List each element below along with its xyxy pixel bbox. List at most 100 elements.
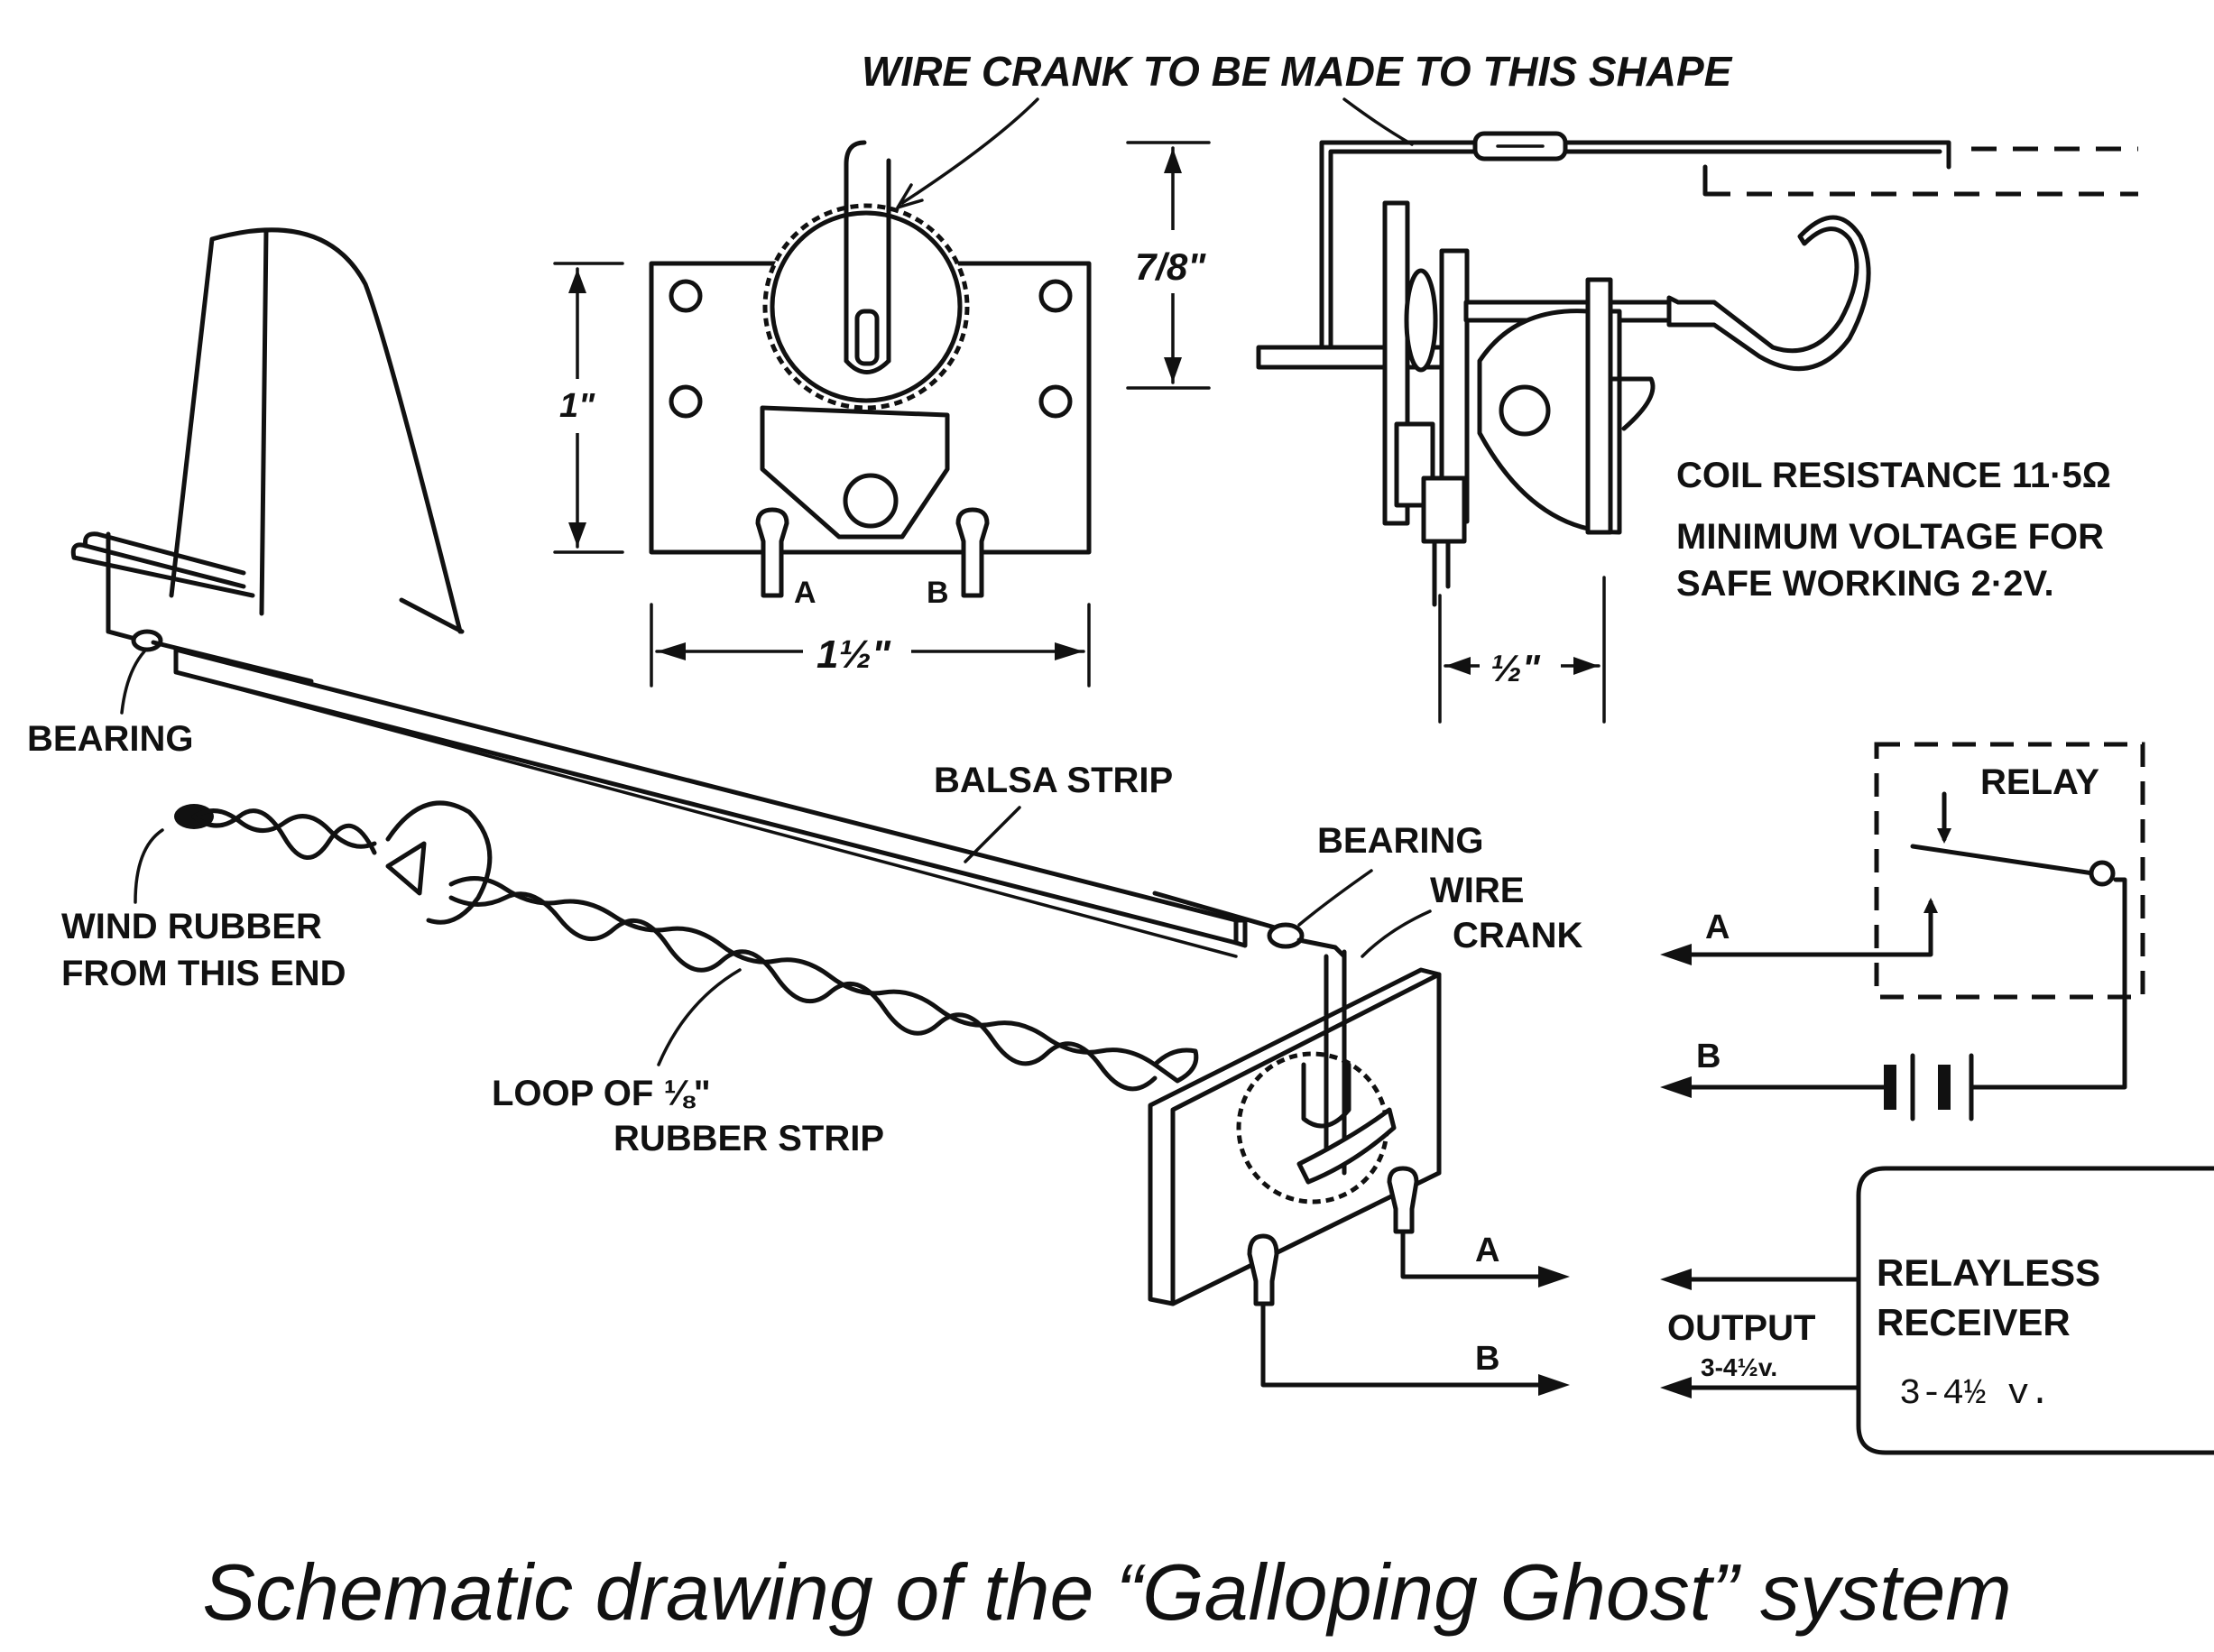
label-balsa-strip: BALSA STRIP xyxy=(934,761,1173,800)
rudder-wire-down xyxy=(106,531,138,641)
actuator-perspective xyxy=(1148,949,1442,1306)
wire-to-crank xyxy=(1296,937,1347,959)
label-receiver-2: RECEIVER xyxy=(1877,1301,2071,1343)
label-loop-rubber-2: RUBBER STRIP xyxy=(613,1119,884,1158)
label-dim-one-and-half: 1½" xyxy=(816,632,891,677)
terminal-post-perspective xyxy=(1387,1166,1419,1234)
relayless-receiver xyxy=(1660,1166,2214,1455)
wire-crank-side xyxy=(1328,149,1942,364)
mounting-hole xyxy=(1038,279,1073,313)
coil-block xyxy=(1421,475,1467,544)
battery-plate xyxy=(1938,1065,1951,1110)
rubber-twist xyxy=(448,876,1158,1067)
wire-b-out xyxy=(1260,1301,1554,1388)
fin-outline xyxy=(169,227,463,634)
leader-loop-rubber xyxy=(657,968,742,1066)
wire-crank-front xyxy=(844,140,867,364)
label-coil-resistance: COIL RESISTANCE 11·5Ω xyxy=(1676,456,2111,495)
leader-bearing-left xyxy=(120,650,146,715)
label-bearing-left: BEARING xyxy=(27,719,193,759)
mounting-hole xyxy=(1038,384,1073,419)
relay-box xyxy=(1874,742,2145,1000)
bearing-bead-right xyxy=(1267,922,1305,949)
label-output: OUTPUT xyxy=(1667,1308,1815,1348)
rudder-horn-wire xyxy=(83,531,246,576)
wire-along-strip xyxy=(1152,891,1284,932)
terminal-post-b xyxy=(955,507,990,598)
actuator-front-view: A B xyxy=(649,140,1092,610)
wind-direction-arrow xyxy=(385,800,493,925)
relay-wire-battery xyxy=(1969,877,2127,1090)
mounting-hole xyxy=(669,279,703,313)
gear-wheel xyxy=(762,203,970,411)
receiver-box xyxy=(1856,1166,2214,1455)
armature-disc xyxy=(1477,309,1622,535)
terminal-post-perspective xyxy=(1247,1233,1279,1306)
leader-balsa-strip xyxy=(964,806,1021,863)
rudder-hinge-line xyxy=(259,227,269,616)
wire-along-strip xyxy=(151,640,314,684)
leader-bearing-right xyxy=(1297,869,1373,927)
rubber-twist xyxy=(448,891,1158,1092)
label-wire-crank-1: WIRE xyxy=(1430,871,1524,910)
mounting-hole xyxy=(669,384,703,419)
label-receiver-1: RELAYLESS xyxy=(1877,1251,2100,1294)
leader-wire-crank-shape-right xyxy=(1342,97,1414,146)
label-out-b: B xyxy=(1475,1340,1499,1378)
rubber-strip xyxy=(174,800,1199,1092)
bearing-bead-left xyxy=(131,629,163,652)
label-dim-one-inch: 1" xyxy=(559,387,595,425)
armature xyxy=(760,405,950,540)
actuator-side-view xyxy=(1256,131,2138,607)
relay-wire-a xyxy=(1675,945,1933,957)
leader-wind-rubber xyxy=(134,828,164,904)
pole-piece xyxy=(1585,277,1613,535)
label-dim-half: ½" xyxy=(1490,647,1541,689)
label-wire-crank-2: CRANK xyxy=(1453,916,1583,955)
label-min-voltage-1: MINIMUM VOLTAGE FOR xyxy=(1676,517,2104,557)
leader-wire-crank xyxy=(1361,909,1432,958)
wire-a-out xyxy=(1400,1229,1554,1279)
dimension-one-inch: 1" xyxy=(553,262,624,554)
armature-pivot xyxy=(843,473,899,529)
pole-shoe xyxy=(1608,376,1656,431)
crank-slot-perspective xyxy=(1301,1062,1351,1129)
dimension-half: ½" xyxy=(1438,576,1606,724)
wire-crank-side xyxy=(1319,140,1951,364)
label-relay-a: A xyxy=(1705,909,1730,946)
label-min-voltage-2: SAFE WORKING 2·2V. xyxy=(1676,564,2054,604)
label-terminal-b: B xyxy=(927,576,949,610)
armature-perspective xyxy=(1296,1107,1397,1185)
balsa-strip-end xyxy=(1233,918,1248,948)
label-wire-crank-shape: WIRE CRANK TO BE MADE TO THIS SHAPE xyxy=(862,48,1733,95)
dimension-one-and-half: 1½" xyxy=(650,603,1091,688)
figure-caption: Schematic drawing of the “Galloping Ghos… xyxy=(202,1547,2011,1637)
label-relay-b: B xyxy=(1696,1038,1720,1075)
label-wind-rubber-2: FROM THIS END xyxy=(61,954,346,993)
terminal-post-a xyxy=(755,507,789,598)
battery-plate xyxy=(1884,1065,1896,1110)
balsa-strip xyxy=(151,640,1347,959)
wire-crank-perspective xyxy=(1324,949,1347,1176)
relay-pivot xyxy=(2089,860,2116,887)
bearing-boss xyxy=(1404,268,1438,373)
label-bearing-right: BEARING xyxy=(1317,821,1483,861)
arrowhead-wire-crank-shape xyxy=(896,183,924,209)
hook-arm xyxy=(1666,215,1871,372)
label-dim-seven-eighths: 7/8" xyxy=(1135,245,1206,288)
crank-pin xyxy=(854,309,880,366)
dimension-seven-eighths: 7/8" xyxy=(1126,141,1213,390)
gear-rim xyxy=(770,210,963,403)
balsa-strip-edge xyxy=(174,670,1238,958)
wind-arrowhead xyxy=(385,841,427,896)
rubber-hook-end xyxy=(1152,1047,1199,1084)
armature-pivot-side xyxy=(1499,384,1551,437)
rudder xyxy=(70,227,465,652)
label-receiver-voltage: 3-4½ v. xyxy=(1899,1374,2051,1415)
label-relay: RELAY xyxy=(1980,762,2099,802)
relay-circuit xyxy=(1660,742,2145,1121)
actuator-output-wires xyxy=(1260,1229,1570,1396)
label-loop-rubber-1: LOOP OF ⅛" xyxy=(492,1074,711,1113)
